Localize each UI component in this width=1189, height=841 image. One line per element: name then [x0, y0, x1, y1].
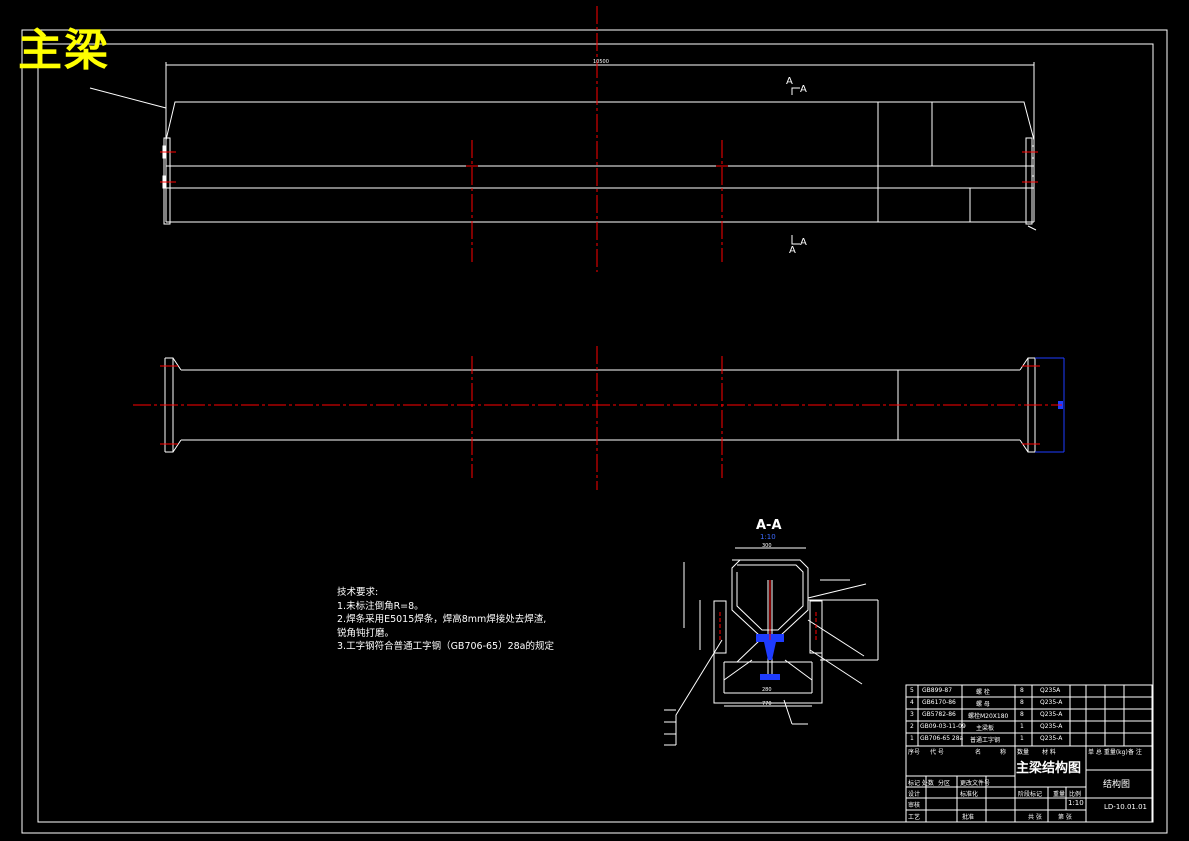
header-code: 代 号 [930, 749, 944, 756]
dim-top-width: 300 [762, 543, 772, 549]
header-material: 材 料 [1042, 749, 1056, 756]
part-name: 螺栓M20X180 [968, 713, 1009, 720]
part-qty: 1 [1020, 735, 1024, 742]
section-mark-top-right: A [800, 84, 807, 95]
part-material: Q235A [1040, 687, 1061, 694]
tb-label-sheet: 第 张 [1058, 814, 1072, 821]
inner-frame [37, 43, 1154, 823]
title-block-drawing-type: 结构图 [1103, 780, 1131, 790]
title-block-scale: 1:10 [1068, 799, 1084, 807]
section-scale: 1:10 [760, 533, 776, 541]
tb-label-process: 工艺 [908, 814, 921, 821]
tb-label-sheets: 共 张 [1028, 814, 1042, 821]
dim-flange-width: 280 [762, 687, 772, 693]
header-weight: 单 总 重量(kg) [1088, 749, 1128, 756]
part-no: 4 [910, 699, 914, 706]
part-qty: 8 [1020, 711, 1024, 718]
tb-label-stage: 阶段标记 [1018, 791, 1043, 798]
part-material: Q235-A [1040, 699, 1063, 706]
plan-view-centerlines [133, 346, 1062, 490]
notes-heading: 技术要求: [337, 587, 379, 598]
tb-label-weight: 重量 [1053, 791, 1066, 798]
part-qty: 8 [1020, 687, 1024, 694]
part-code: GB5782-86 [922, 711, 956, 718]
header-name-2: 称 [1000, 749, 1007, 756]
note-item: 2.焊条采用E5015焊条，焊高8mm焊接处去焊渣, [337, 614, 547, 625]
tb-label-approve: 批准 [962, 814, 975, 821]
part-name: 螺 栓 [976, 689, 990, 696]
outer-frame [21, 29, 1168, 834]
part-code: GB899-87 [922, 687, 953, 694]
part-name: 主梁板 [976, 725, 995, 732]
header-no: 序号 [908, 749, 921, 756]
part-no: 3 [910, 711, 914, 718]
tb-label-standard: 标准化 [960, 791, 979, 798]
part-no: 2 [910, 723, 914, 730]
drawing-title: 主梁 [18, 25, 110, 76]
plan-view [164, 357, 1065, 453]
tb-label-designer: 设计 [908, 791, 921, 798]
part-material: Q235-A [1040, 723, 1063, 730]
part-code: GB6170-86 [922, 699, 956, 706]
section-title: A-A [756, 518, 782, 533]
part-name: 普通工字钢 [970, 737, 1001, 744]
note-item: 锐角钝打磨。 [337, 627, 395, 639]
dim-overall-length: 10500 [593, 59, 609, 65]
section-mark-bottom: A [789, 245, 796, 256]
tb-label-zone: 分区 [938, 780, 951, 787]
tb-label-ratio: 比例 [1069, 791, 1082, 798]
part-qty: 1 [1020, 723, 1024, 730]
tb-label-checker: 审核 [908, 802, 921, 809]
tb-label-change-doc: 更改文件号 [960, 780, 991, 787]
front-view [89, 62, 1037, 245]
part-name: 螺 母 [976, 701, 990, 708]
part-material: Q235-A [1040, 735, 1063, 742]
part-no: 1 [910, 735, 914, 742]
part-code: GB706-65 28a [920, 735, 964, 742]
dim-bottom-width: 770 [762, 701, 772, 707]
note-item: 1.未标注倒角R=8。 [337, 600, 424, 612]
section-highlights [719, 580, 817, 680]
section-mark-top: A [786, 76, 793, 87]
part-qty: 8 [1020, 699, 1024, 706]
section-mark-bottom-right: A [800, 237, 807, 248]
title-block-drawing-code: LD-10.01.01 [1104, 803, 1147, 811]
header-name: 名 [975, 749, 982, 756]
part-code: GB09-03-11-09 [920, 723, 966, 730]
title-block-grid [905, 684, 1153, 823]
part-material: Q235-A [1040, 711, 1063, 718]
technical-notes: 技术要求: 1.未标注倒角R=8。 2.焊条采用E5015焊条，焊高8mm焊接处… [337, 586, 554, 654]
header-remark: 备 注 [1128, 749, 1142, 756]
header-qty: 数量 [1017, 749, 1030, 756]
title-block-drawing-title: 主梁结构图 [1016, 761, 1082, 776]
tb-label-mark: 标记 处数 [908, 780, 934, 787]
note-item: 3.工字钢符合普通工字钢（GB706-65）28a的规定 [337, 641, 555, 652]
front-view-centerlines [160, 6, 1038, 272]
part-no: 5 [910, 687, 914, 694]
